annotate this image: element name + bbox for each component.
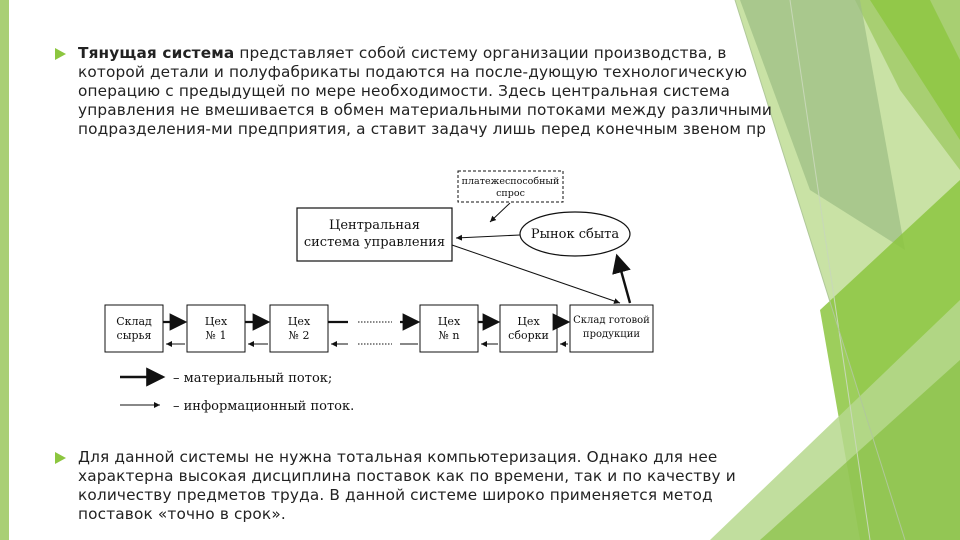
deco-line-2 (734, 0, 906, 540)
node-raw-warehouse (104, 304, 164, 353)
node-shop-2 (269, 304, 329, 353)
node-2-line1: Цех (205, 315, 228, 328)
paragraph-1-text: Тянущая система представляет собой систе… (78, 44, 785, 139)
deco-line-1 (789, 0, 871, 540)
node-4-line1: Цех (438, 315, 461, 328)
central-control-line1: Центральная (329, 218, 420, 233)
node-shop-1 (186, 304, 246, 353)
demand-label-line1: платежеспособный (462, 176, 560, 187)
paragraph-1-body: представляет собой систему организации п… (78, 44, 772, 138)
demand-label-line2: спрос (496, 188, 525, 199)
bullet-arrow-icon (55, 48, 66, 60)
deco-shape-3 (870, 0, 960, 140)
node-5-line2: сборки (508, 329, 549, 342)
node-finished-warehouse (569, 304, 654, 353)
bullet-arrow-icon (55, 452, 66, 464)
node-6-line1: Склад готовой (573, 315, 650, 326)
node-4-line2: № n (439, 329, 460, 342)
market-to-control-arrow (455, 234, 521, 241)
node-3-line2: № 2 (289, 329, 310, 342)
node-6-line2: продукции (583, 329, 640, 340)
control-to-warehouse-arrow (451, 244, 621, 304)
node-assembly (499, 304, 558, 353)
market-label: Рынок сбыта (531, 227, 619, 242)
bullet-paragraph-1: Тянущая система представляет собой систе… (55, 44, 785, 139)
warehouse-to-market-arrow (612, 253, 632, 304)
market-ellipse (519, 211, 631, 257)
left-accent-strip (0, 0, 9, 540)
deco-shape-4 (740, 0, 905, 250)
node-5-line1: Цех (517, 315, 540, 328)
paragraph-2-text: Для данной системы не нужна тотальная ко… (78, 448, 736, 523)
node-1-line1: Склад (116, 315, 152, 328)
pull-system-diagram: платежеспособный спрос Центральная систе… (100, 165, 660, 420)
demand-box (457, 170, 564, 203)
deco-shape-7 (760, 360, 960, 540)
node-2-line2: № 1 (206, 329, 227, 342)
bullet-paragraph-2: Для данной системы не нужна тотальная ко… (55, 448, 785, 524)
central-control-line2: система управления (304, 235, 445, 250)
node-3-line1: Цех (288, 315, 311, 328)
legend-info-label: – информационный поток. (173, 399, 354, 414)
node-shop-n (419, 304, 479, 353)
central-control-box (296, 207, 453, 262)
demand-arrow (489, 202, 511, 223)
paragraph-1-bold: Тянущая система (78, 44, 235, 62)
node-1-line2: сырья (117, 329, 152, 342)
legend-material-label: – материальный поток; (173, 371, 332, 386)
